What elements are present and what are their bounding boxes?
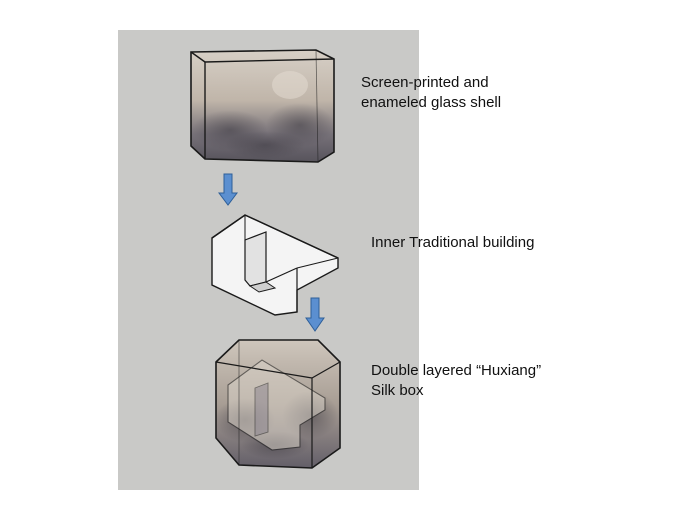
silk-box-illustration — [215, 339, 341, 469]
silk-box-label-line2: Silk box — [371, 382, 424, 399]
down-arrow-icon — [305, 297, 325, 332]
silk-box-label-line1: Double layered “Huxiang” — [371, 362, 542, 379]
building-illustration — [211, 214, 339, 316]
inner-building-label: Inner Traditional building — [371, 234, 535, 251]
down-arrow-icon — [218, 173, 238, 206]
glass-shell-label-line1: Screen-printed and — [361, 74, 489, 91]
glass-shell-label-line2: enameled glass shell — [361, 94, 502, 111]
glass-shell-illustration — [190, 49, 335, 163]
